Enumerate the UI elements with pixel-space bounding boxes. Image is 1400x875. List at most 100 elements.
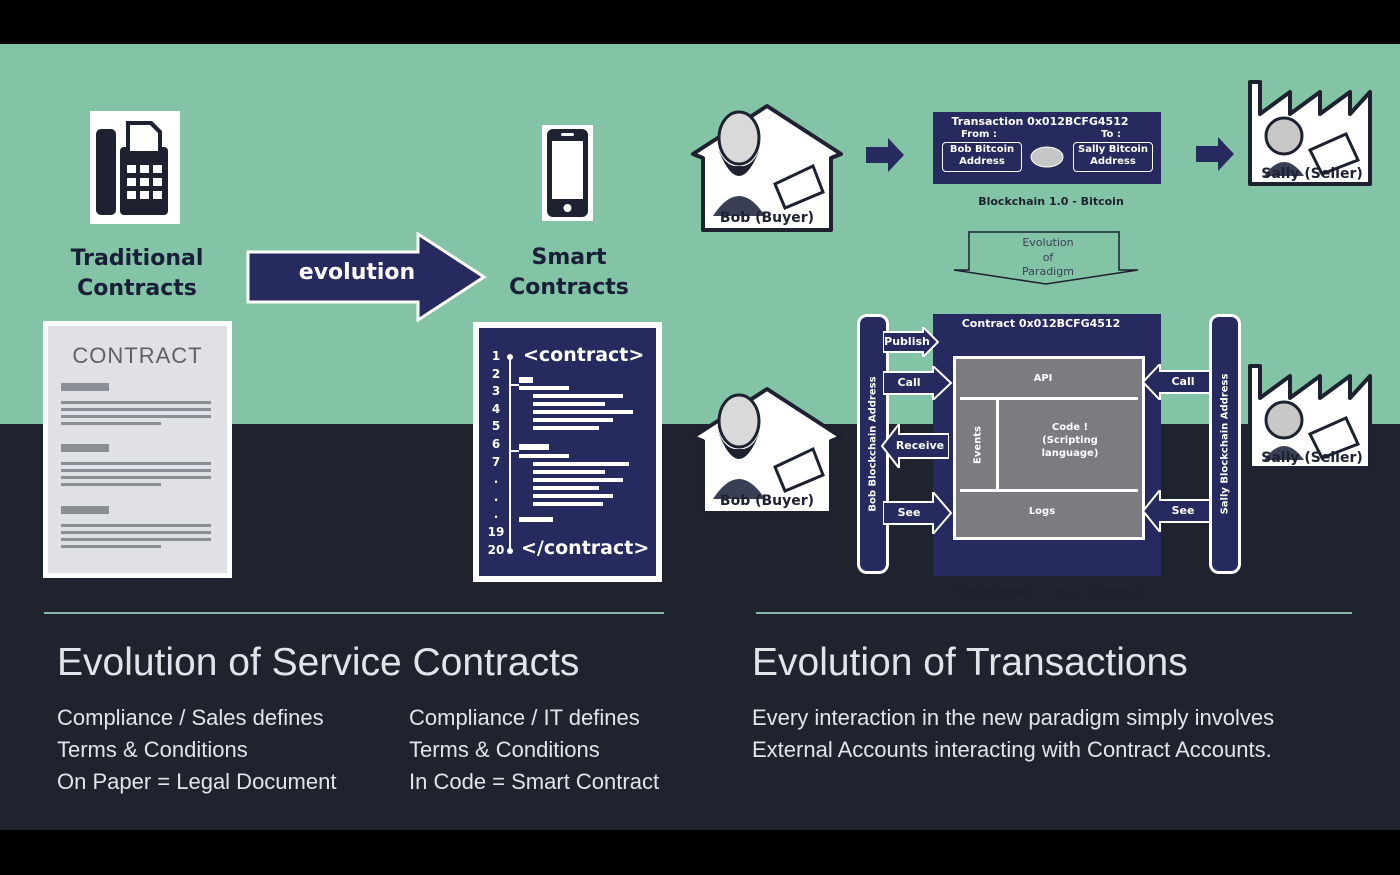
smart-contract-box: Contract 0x012BCFG4512 API Events Code !… [933,314,1161,576]
see-arrow-right: See [1141,487,1211,536]
evolution-arrow-label: evolution [298,260,416,285]
code-open-tag: <contract> [523,344,645,366]
sally-seller-bottom: Sally (Seller) [1246,362,1374,472]
text-lines-icon [61,383,211,548]
sally-seller-label: Sally (Seller) [1261,450,1363,466]
code-label: Code ! (Scripting language) [1000,421,1140,460]
line-number: . [493,472,499,487]
traditional-contracts-label: Traditional Contracts [52,244,222,304]
contract-heading: CONTRACT [72,343,203,368]
fax-machine-icon [90,111,180,224]
label-line: Contracts [509,275,629,300]
from-label: From : [961,129,997,140]
bob-buyer-label: Bob (Buyer) [719,210,815,226]
right-arrow-icon [1196,137,1234,175]
see-label: See [897,506,921,519]
line-number: 5 [491,419,501,434]
blockchain-1-caption: Blockchain 1.0 - Bitcoin [978,195,1124,208]
publish-arrow: Publish [882,324,940,361]
text-line: On Paper = Legal Document [57,769,337,794]
see-arrow-left: See [882,489,953,538]
label-line: Traditional [70,246,204,271]
see-label: See [1171,504,1195,517]
house-avatar-icon [691,104,843,232]
text-line: Compliance / Sales defines [57,705,324,730]
sally-bar-label: Sally Blockchain Address [1219,373,1231,515]
transaction-box: Transaction 0x012BCFG4512 From : To : Bo… [933,112,1161,184]
line-number: . [493,489,499,504]
contract-inner: API Events Code ! (Scripting language) L… [953,356,1145,540]
text-line: Every interaction in the new paradigm si… [752,705,1275,730]
left-column-2: Compliance / IT defines Terms & Conditio… [409,702,659,798]
paper-contract-document: CONTRACT [43,321,232,578]
call-arrow-right: Call [1141,361,1211,404]
label-line: Smart [531,245,607,270]
line-number: . [493,507,499,522]
sally-seller-top: Sally (Seller) [1246,78,1374,188]
line-number: 1 [491,349,501,363]
paradigm-line: Paradigm [1022,265,1074,278]
contract-title: Contract 0x012BCFG4512 [961,317,1121,330]
line-numbers: 1 2 3 4 5 6 7 . . . 19 20 [486,348,506,559]
transaction-title: Transaction 0x012BCFG4512 [951,115,1129,128]
code-lines-icon [507,354,633,554]
addr-line: Bob Bitcoin [949,144,1015,155]
logs-label: Logs [1028,506,1056,517]
addr-line: Address [959,156,1005,167]
line-number: 20 [487,542,505,557]
text-line: In Code = Smart Contract [409,769,660,794]
receive-arrow: Receive [880,421,950,472]
line-number: 2 [491,366,501,381]
receive-label: Receive [895,439,945,452]
addr-line: Sally Bitcoin [1078,144,1148,155]
dark-background [0,424,1400,830]
factory-avatar-icon [1248,80,1372,186]
api-label: API [1033,373,1053,384]
left-column-1: Compliance / Sales defines Terms & Condi… [57,702,336,798]
right-paragraph: Every interaction in the new paradigm si… [752,702,1274,766]
code-line: Code ! [1051,422,1089,433]
call-label: Call [1171,375,1195,388]
smartphone-icon [542,125,593,221]
right-section-title: Evolution of Transactions [752,641,1188,684]
bitcoin-coin-icon [1030,146,1064,172]
slide: Traditional Contracts evolution Smart Co… [0,44,1400,830]
paradigm-label: Evolution of Paradigm [952,236,1144,280]
left-section-title: Evolution of Service Contracts [57,641,580,684]
paradigm-down-arrow: Evolution of Paradigm [952,230,1140,286]
mint-background [0,44,1400,424]
text-line: External Accounts interacting with Contr… [752,737,1272,762]
divider-right [756,612,1352,614]
line-number: 3 [491,384,501,399]
code-close-tag: </contract> [521,537,650,559]
line-number: 7 [491,454,501,469]
publish-label: Publish [884,335,930,348]
blockchain-2-caption: Blockchain 2.0 - e.g. Ethereum, ... [954,586,1166,599]
line-number: 6 [491,436,501,451]
code-line: language) [1041,448,1099,459]
bob-buyer-top: Bob (Buyer) [683,96,851,234]
code-contract-document: <contract> </contract> 1 2 3 4 5 6 7 . .… [473,322,662,582]
to-label: To : [1101,129,1121,140]
evolution-arrow: evolution [246,231,488,323]
label-line: Contracts [77,276,197,301]
call-arrow-left: Call [882,363,953,404]
addr-line: Address [1090,156,1136,167]
events-label: Events [972,426,984,464]
code-line: (Scripting [1042,435,1098,446]
sally-seller-label: Sally (Seller) [1261,166,1363,182]
right-arrow-icon [866,138,904,176]
smart-contracts-label: Smart Contracts [484,243,654,303]
paradigm-line: of [1042,250,1054,264]
line-number: 4 [491,401,501,416]
to-address-box: Sally Bitcoin Address [1073,142,1153,172]
text-line: Compliance / IT defines [409,705,640,730]
bob-buyer-label: Bob (Buyer) [719,493,815,509]
paradigm-line: Evolution [1022,236,1074,249]
bob-bar-label: Bob Blockchain Address [867,376,879,512]
bob-buyer-bottom: Bob (Buyer) [683,379,851,517]
sally-blockchain-address-bar: Sally Blockchain Address [1209,314,1241,574]
factory-avatar-icon [1248,364,1372,470]
line-number: 19 [487,524,505,539]
call-label: Call [897,376,921,389]
